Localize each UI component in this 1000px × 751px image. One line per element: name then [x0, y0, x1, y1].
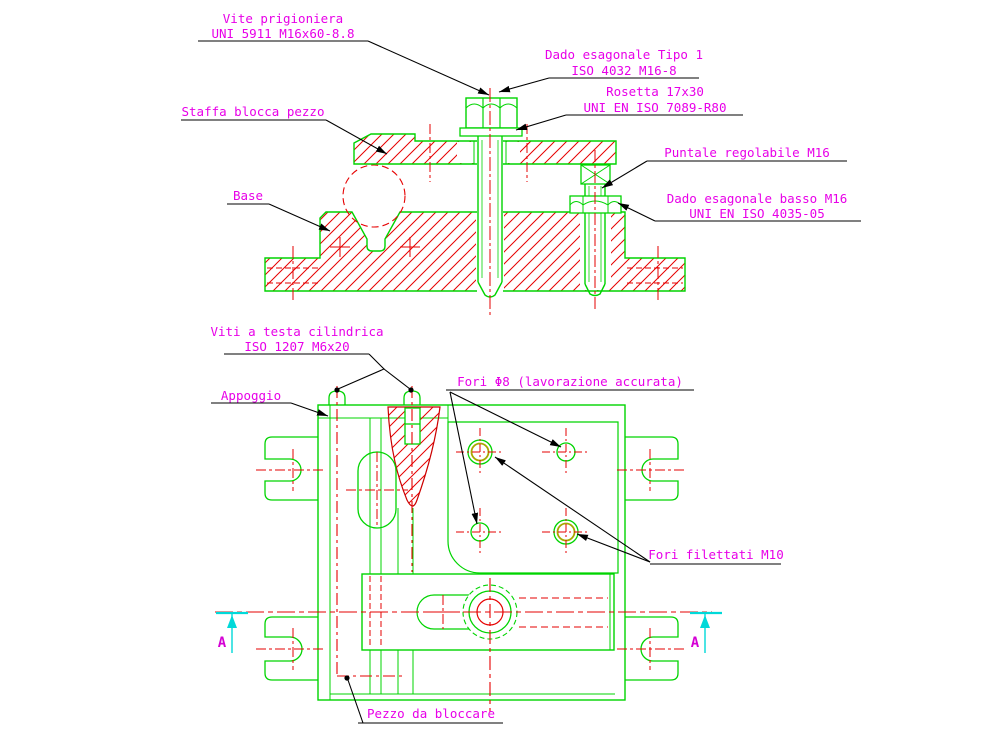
label-dado1-line1: Dado esagonale Tipo 1	[545, 47, 703, 62]
section-marker-right: A	[690, 611, 722, 653]
label-dado-esagonale-basso: Dado esagonale basso M16 UNI EN ISO 4035…	[667, 191, 848, 221]
sectioned-vee-funnel	[387, 406, 441, 507]
section-label-right: A	[691, 635, 700, 651]
label-vite-line1: Vite prigioniera	[223, 11, 343, 26]
label-rosetta: Rosetta 17x30 UNI EN ISO 7089-R80	[584, 84, 727, 115]
label-fori-filettati: Fori filettati M10	[648, 547, 783, 562]
label-dado-basso-line2: UNI EN ISO 4035-05	[689, 206, 824, 221]
stud-assembly	[459, 88, 523, 315]
label-pezzo-da-bloccare: Pezzo da bloccare	[367, 706, 495, 721]
label-puntale-regolabile: Puntale regolabile M16	[664, 145, 830, 160]
section-marker-left: A	[216, 611, 248, 653]
holes-m10-threaded	[467, 439, 579, 545]
label-base: Base	[233, 188, 263, 203]
annotation-labels: Vite prigioniera UNI 5911 M16x60-8.8 Dad…	[182, 11, 848, 721]
plan-centerlines	[215, 386, 712, 712]
label-dado-basso-line1: Dado esagonale basso M16	[667, 191, 848, 206]
label-viti-line2: ISO 1207 M6x20	[244, 339, 349, 354]
hex-nut-top	[465, 97, 518, 129]
label-viti-testa-cilindrica: Viti a testa cilindrica ISO 1207 M6x20	[210, 324, 383, 354]
base-block	[264, 211, 686, 303]
workpiece-ball	[342, 164, 406, 228]
plan-view: A A	[215, 386, 722, 712]
oblong-slot	[346, 451, 408, 529]
washer	[459, 127, 523, 137]
label-dado1-line2: ISO 4032 M16-8	[571, 63, 676, 78]
label-rosetta-line2: UNI EN ISO 7089-R80	[584, 100, 727, 115]
label-staffa-blocca-pezzo: Staffa blocca pezzo	[182, 104, 325, 119]
label-fori-8: Fori Φ8 (lavorazione accurata)	[457, 374, 683, 389]
front-section-view	[264, 88, 686, 315]
label-appoggio: Appoggio	[221, 388, 281, 403]
platform-edge	[447, 421, 619, 574]
label-viti-line1: Viti a testa cilindrica	[210, 324, 383, 339]
leader-lines	[181, 40, 861, 724]
section-label-left: A	[218, 635, 227, 651]
label-vite-line2: UNI 5911 M16x60-8.8	[212, 26, 355, 41]
label-rosetta-line1: Rosetta 17x30	[606, 84, 704, 99]
label-dado-esagonale-tipo1: Dado esagonale Tipo 1 ISO 4032 M16-8	[545, 47, 703, 78]
label-vite-prigioniera: Vite prigioniera UNI 5911 M16x60-8.8	[212, 11, 355, 41]
